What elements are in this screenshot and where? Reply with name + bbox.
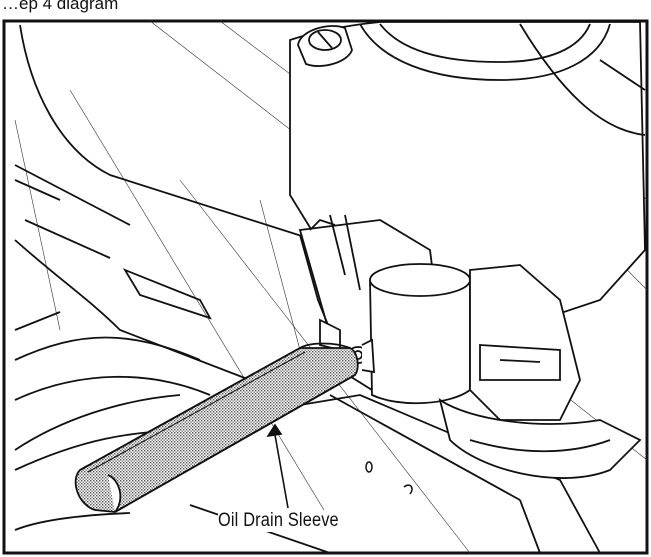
callout-arrow <box>266 423 289 509</box>
frame-holes <box>365 461 413 495</box>
diagram-frame <box>2 19 649 555</box>
oil-drain-sleeve <box>74 342 359 513</box>
oil-drain-sleeve-label: Oil Drain Sleeve <box>218 510 339 532</box>
engine <box>289 21 646 479</box>
top-caption: …ep 4 diagram <box>2 0 119 13</box>
